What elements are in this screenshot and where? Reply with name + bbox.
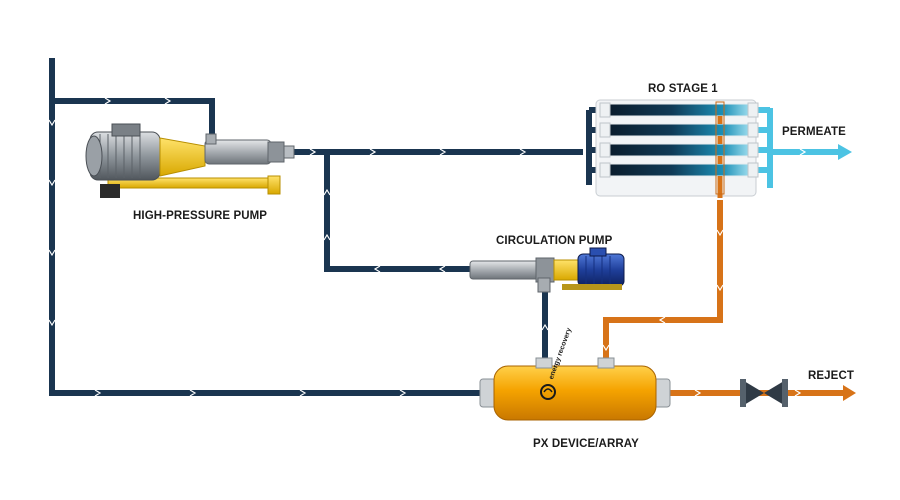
ro-vessel-2 [599, 122, 759, 138]
high-pressure-pump [85, 123, 295, 198]
flow-arrows [48, 97, 807, 397]
circulation-pump [469, 247, 625, 293]
ro-vessel-3 [599, 142, 759, 158]
px-device [479, 357, 671, 421]
reject-valve-icon [740, 379, 788, 407]
circulation-pump-label: CIRCULATION PUMP [496, 235, 613, 247]
permeate-label: PERMEATE [782, 126, 846, 138]
energy-recovery-logo-icon [540, 384, 556, 400]
low-pressure-pipes [49, 58, 608, 396]
ro-stage-label: RO STAGE 1 [648, 83, 718, 95]
ro-vessel-1 [599, 102, 759, 118]
ro-vessel-4 [599, 162, 759, 178]
ro-membrane-vessels [595, 99, 759, 198]
permeate-pipes [752, 107, 852, 188]
px-device-label: PX DEVICE/ARRAY [533, 438, 639, 450]
high-pressure-pump-label: HIGH-PRESSURE PUMP [133, 210, 268, 222]
reject-label: REJECT [808, 370, 854, 382]
